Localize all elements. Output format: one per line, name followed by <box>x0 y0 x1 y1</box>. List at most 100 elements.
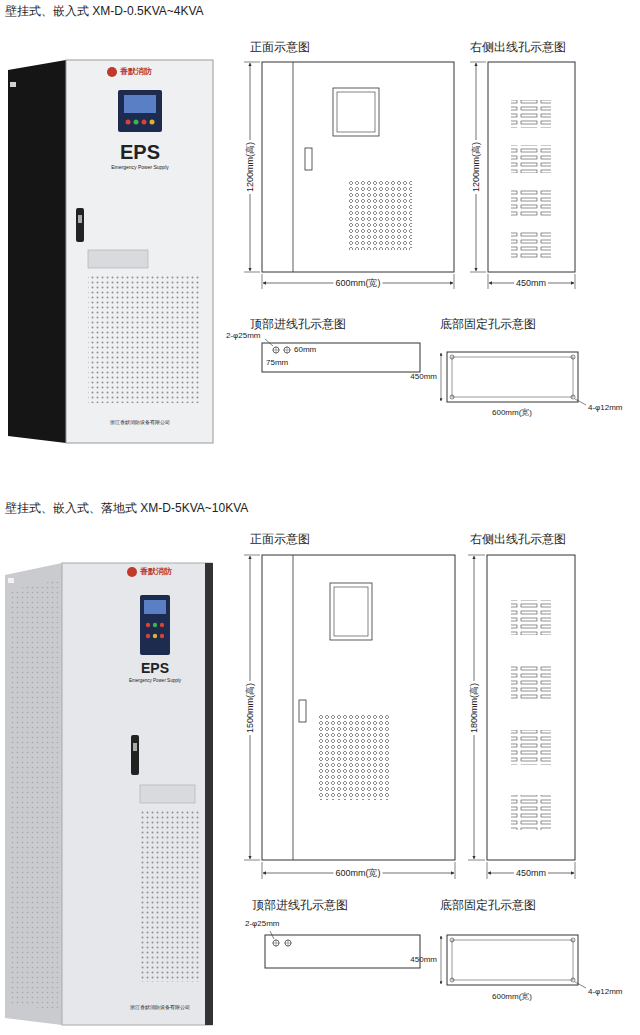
view-title: 顶部进线孔示意图 <box>252 899 348 913</box>
view-title: 右侧出线孔示意图 <box>470 533 566 547</box>
dimension-label: 600mm(宽) <box>333 868 382 878</box>
panel-button <box>134 120 139 125</box>
vent-slots <box>511 730 551 765</box>
cabinet-outline <box>262 555 455 860</box>
panel-button <box>160 634 164 638</box>
display-screen <box>144 600 166 614</box>
cabinet-outline <box>262 62 454 272</box>
fixing-hole <box>450 355 454 359</box>
fixing-hole <box>450 938 454 942</box>
extension-line <box>468 555 485 556</box>
fixing-hole <box>571 978 575 982</box>
dimension-label: 450mm <box>410 955 437 964</box>
extension-line <box>244 860 260 861</box>
front-view <box>244 555 455 879</box>
view-title: 顶部进线孔示意图 <box>250 318 346 332</box>
fixing-hole <box>571 355 575 359</box>
door-handle <box>131 735 139 775</box>
dimension-label: 600mm(宽) <box>492 408 532 417</box>
panel-button <box>142 120 147 125</box>
view-title: 底部固定孔示意图 <box>440 899 536 913</box>
nameplate <box>88 250 148 268</box>
vent-slots <box>511 145 551 173</box>
panel-button <box>146 634 150 638</box>
side-perforation <box>10 580 58 1010</box>
product-mark: EPS <box>141 660 169 676</box>
handle-lock <box>78 215 82 223</box>
extension-line <box>470 272 486 273</box>
cabinet-edge <box>205 563 213 1025</box>
vent-slots <box>511 600 551 635</box>
panel-button <box>150 120 155 125</box>
cabinet-side <box>5 563 62 1025</box>
section-heading: 壁挂式、嵌入式、落地式 XM-D-5KVA~10KVA <box>5 502 248 516</box>
cabinet-outline <box>265 935 420 968</box>
display-window <box>330 583 372 640</box>
door-handle <box>305 148 312 170</box>
cabinet-photo <box>8 60 213 443</box>
dimension-label: 1800mm(高) <box>469 681 479 735</box>
brand-logo <box>107 67 117 77</box>
hole-spec-label: 4-φ12mm <box>588 987 623 996</box>
product-subtitle: Emergency Power Supply <box>129 678 181 683</box>
door-line <box>293 62 294 272</box>
brand-name: 香默消防 <box>120 67 152 76</box>
cabinet-tag <box>8 578 14 583</box>
fixing-hole <box>450 395 454 399</box>
hole-centerline <box>272 939 292 947</box>
vent-slots <box>511 665 551 700</box>
bottom-view <box>441 935 586 988</box>
dimension-label: 450mm <box>514 278 548 288</box>
extension-line <box>487 862 488 879</box>
dimension-line <box>441 936 442 984</box>
vent-grid <box>348 180 412 250</box>
panel-button <box>153 634 157 638</box>
extension-line <box>244 555 260 556</box>
display-screen <box>124 95 156 113</box>
vent-perforation <box>88 275 200 403</box>
brand-logo <box>127 567 137 577</box>
dimension-label: 600mm(宽) <box>492 992 532 1001</box>
panel-button <box>146 623 150 627</box>
cabinet-outline <box>488 62 575 272</box>
dimension-label: 1200mm(高) <box>245 140 255 194</box>
top-view <box>262 339 420 372</box>
extension-line <box>575 274 576 289</box>
leader-line <box>265 339 273 346</box>
vent-slots <box>511 795 551 830</box>
cabinet-front <box>62 563 212 1025</box>
dimension-label: 75mm <box>266 358 288 367</box>
brand-name: 香默消防 <box>140 567 172 576</box>
extension-line <box>244 62 260 63</box>
display-window <box>333 88 379 136</box>
extension-line <box>468 860 485 861</box>
door-handle <box>76 208 84 242</box>
dimension-label: 1500mm(高) <box>245 681 255 735</box>
extension-line <box>262 862 263 879</box>
panel-button <box>160 623 164 627</box>
fixing-hole <box>571 938 575 942</box>
dimension-label: 450mm <box>410 372 437 381</box>
top-view <box>265 931 420 968</box>
maker-name: 浙江香默消防设备有限公司 <box>110 420 170 426</box>
display-window <box>337 92 375 132</box>
hole-spec-label: 4-φ12mm <box>588 403 623 412</box>
cabinet-tag <box>10 82 16 87</box>
dimension-label: 600mm(宽) <box>333 278 382 288</box>
view-title: 底部固定孔示意图 <box>440 318 536 332</box>
cabinet-side <box>8 60 66 443</box>
extension-line <box>455 862 456 879</box>
leader-line <box>575 982 586 988</box>
cabinet-photo <box>5 563 213 1025</box>
handle-lock <box>133 743 137 751</box>
cabinet-outline <box>447 935 578 985</box>
base-frame <box>452 357 573 397</box>
panel-button <box>153 623 157 627</box>
cabinet-front <box>66 60 213 443</box>
section-heading: 壁挂式、嵌入式 XM-D-0.5KVA~4KVA <box>5 5 204 19</box>
dimension-line <box>441 353 442 401</box>
fixing-hole <box>571 395 575 399</box>
fixing-hole <box>450 978 454 982</box>
vent-slots <box>511 190 551 218</box>
